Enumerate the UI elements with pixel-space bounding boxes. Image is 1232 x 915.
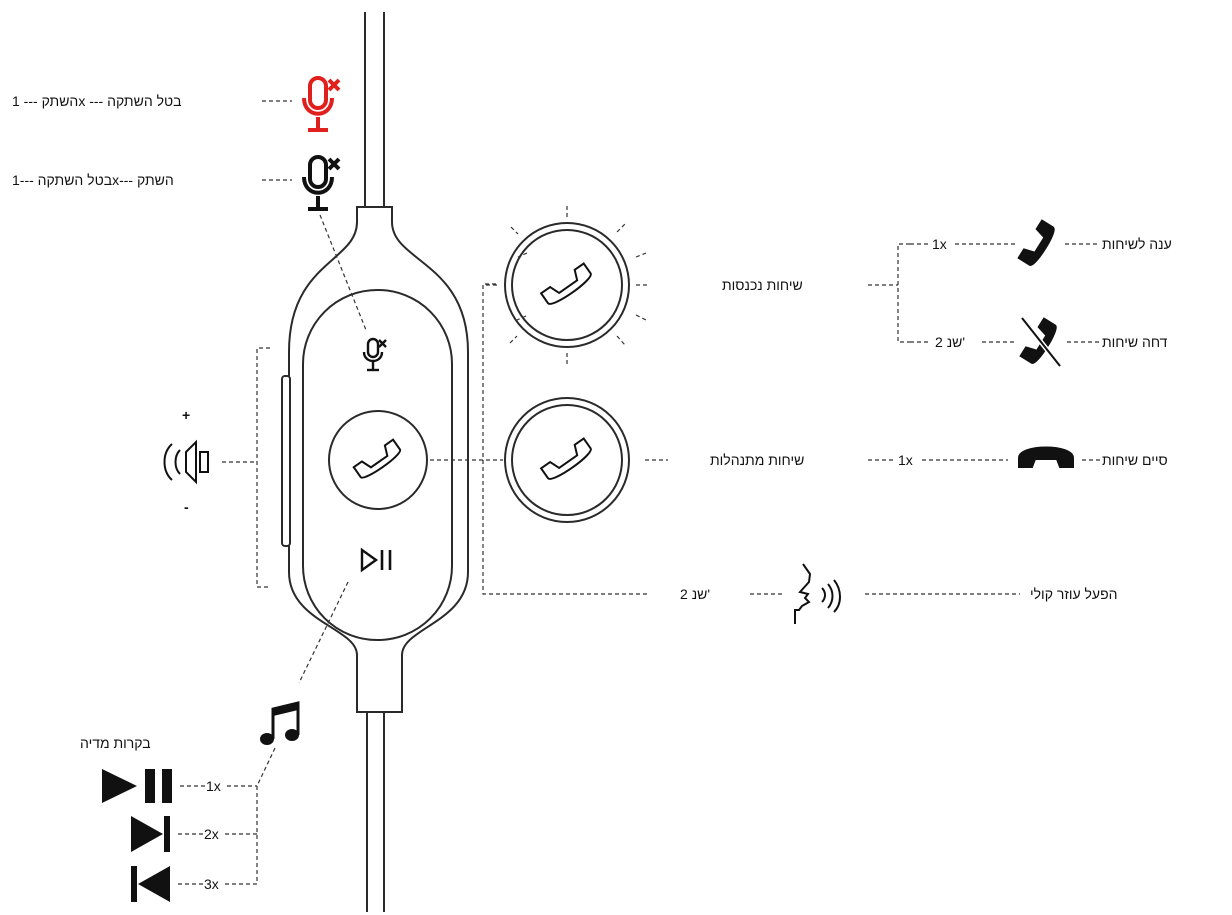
ongoing-calls-section: שיחות מתנהלות 1x סיים שיחות bbox=[430, 283, 1168, 595]
incoming-call-indicator bbox=[486, 206, 648, 364]
mute-instruction: בטל השתקה ---1x--- השתק bbox=[12, 172, 174, 188]
handset-reject-icon bbox=[1019, 316, 1062, 368]
cable bbox=[364, 12, 385, 912]
ongoing-calls-label: שיחות מתנהלות bbox=[710, 452, 804, 468]
handset-hangup-icon bbox=[1018, 446, 1074, 468]
controller-play-pause-button[interactable] bbox=[360, 547, 392, 573]
previous-track-icon bbox=[131, 866, 170, 902]
end-count: 1x bbox=[898, 452, 913, 468]
phone-icon bbox=[539, 262, 592, 305]
next-track-count: 2x bbox=[204, 826, 219, 842]
speaker-icon bbox=[163, 439, 209, 485]
controller-call-button[interactable] bbox=[328, 410, 428, 510]
reject-duration: 2 שנ' bbox=[935, 334, 965, 350]
previous-track-count: 3x bbox=[204, 876, 219, 892]
play-pause-count: 1x bbox=[206, 778, 221, 794]
volume-down-label: - bbox=[184, 499, 189, 515]
mic-mute-icon bbox=[302, 155, 341, 211]
answer-calls-label: ענה לשיחות bbox=[1102, 236, 1172, 252]
assistant-duration: 2 שנ' bbox=[680, 586, 710, 602]
mic-muted-red-icon bbox=[302, 76, 341, 132]
mute-section: השתק --- 1x --- בטל השתקה בטל השתקה ---1… bbox=[12, 76, 367, 331]
answer-count: 1x bbox=[932, 236, 947, 252]
handset-answer-icon bbox=[1017, 219, 1055, 266]
play-pause-icon bbox=[360, 547, 392, 573]
next-track-icon bbox=[131, 816, 170, 852]
controller-mute-button[interactable] bbox=[362, 337, 387, 372]
reject-calls-label: דחה שיחות bbox=[1102, 334, 1168, 350]
voice-assistant-section: 2 שנ' הפעל עוזר קולי bbox=[680, 563, 1118, 624]
volume-up-label: + bbox=[182, 407, 190, 423]
phone-icon bbox=[539, 437, 592, 480]
end-calls-label: סיים שיחות bbox=[1102, 452, 1168, 468]
incoming-calls-section: שיחות נכנסות 1x ענה לשיחות 2 שנ' דחה שיח… bbox=[486, 206, 1172, 368]
media-controls-title: בקרות מדיה bbox=[80, 735, 151, 751]
voice-assistant-label: הפעל עוזר קולי bbox=[1030, 586, 1118, 602]
phone-icon bbox=[352, 438, 401, 479]
ongoing-call-indicator bbox=[504, 397, 630, 523]
ring-rays bbox=[486, 206, 648, 364]
media-controls-section: בקרות מדיה 1x 2x 3x bbox=[80, 581, 349, 902]
mic-mute-icon bbox=[362, 337, 387, 372]
volume-section: + - bbox=[163, 347, 270, 588]
music-note-icon bbox=[260, 701, 300, 745]
voice-assistant-icon bbox=[794, 563, 841, 624]
incoming-calls-label: שיחות נכנסות bbox=[722, 277, 803, 293]
play-pause-icon bbox=[102, 769, 172, 803]
unmute-instruction: השתק --- 1x --- בטל השתקה bbox=[12, 93, 182, 109]
